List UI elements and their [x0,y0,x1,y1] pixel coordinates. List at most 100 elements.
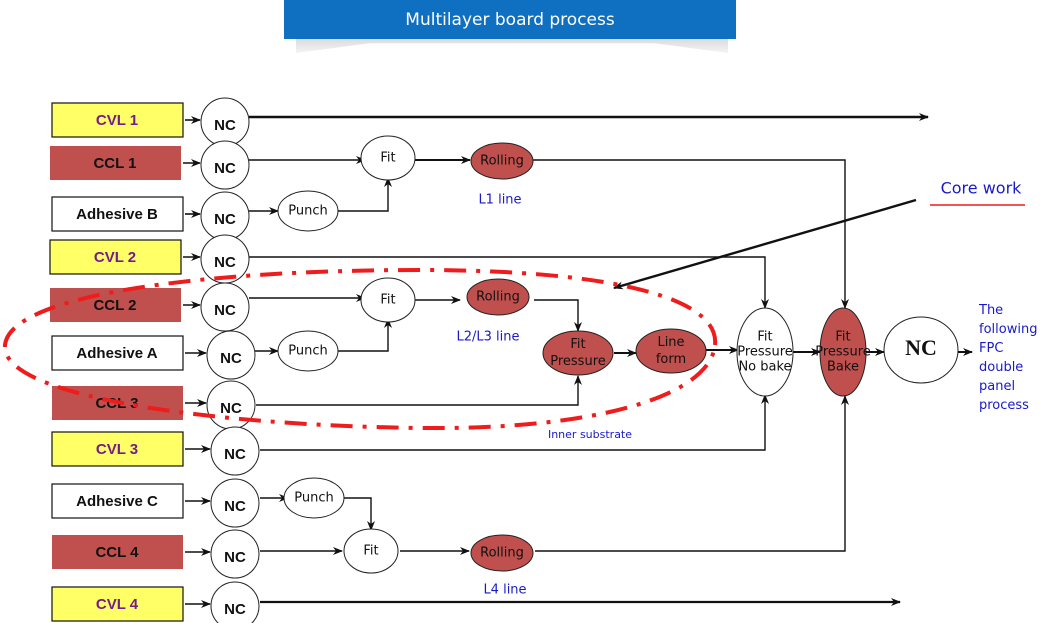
fit-node [343,528,399,574]
material-box-ccl1: CCL 1 [50,146,181,180]
rolling-node-label: Rolling [480,546,524,561]
fit-pressure-bake-label-line: Fit [835,330,850,345]
fit-node-label: Fit [380,151,395,166]
nc-node-label: NC [224,601,246,618]
final-nc-node [883,316,959,384]
material-label: Adhesive B [76,206,158,223]
material-label: CVL 2 [94,249,136,266]
connector-arrow [338,497,375,531]
material-label: CVL 3 [96,441,138,458]
nc-node [200,282,250,332]
material-label: CCL 2 [93,297,136,314]
material-label: CVL 4 [96,596,139,613]
nc-node [200,140,250,190]
next-process-label-line: process [979,398,1029,413]
connector-arrow [260,394,769,451]
fit-node-label: Fit [363,544,378,559]
connector-arrow [534,299,582,332]
fit-pressure-no-bake-label-line: Fit [757,330,772,345]
material-box-rect [51,431,184,467]
nc-node-label: NC [214,160,236,177]
fit-pressure-no-bake-label-line: No bake [738,360,791,375]
material-box-rect [51,102,184,138]
material-box-adhc: Adhesive C [51,483,184,519]
fit-pressure-node-label-line: Pressure [550,354,606,369]
nc-node-label: NC [214,302,236,319]
material-box-cvl1: CVL 1 [51,102,184,138]
nc-node [210,529,260,579]
nc-node [206,330,256,380]
connector-arrow [338,177,392,212]
rolling-node [470,534,534,572]
next-process-label-line: following [979,322,1037,337]
fit-pressure-bake-node [819,307,867,397]
material-box-adha: Adhesive A [51,335,184,371]
punch-node [277,330,339,372]
nc-node-label: NC [224,549,246,566]
nc-node-label: NC [220,400,242,417]
nc-node-label: NC [214,254,236,271]
connector-arrow [535,395,849,552]
l4-line-label: L4 line [483,583,526,598]
line-form-node-label-line: form [656,352,686,367]
material-label: CCL 1 [93,155,136,172]
material-box-rect [51,335,184,371]
punch-node [283,477,345,519]
final-nc-label: NC [905,335,937,360]
nc-node-label: NC [214,211,236,228]
punch-node [277,190,339,232]
title-banner: Multilayer board process [284,0,736,39]
material-box-rect [52,535,183,569]
fit-node [360,135,416,181]
material-box-rect [51,586,184,622]
core-work-dashed-ellipse [2,267,718,431]
nc-node-label: NC [214,117,236,134]
connector-arrow [256,375,582,406]
line-form-node [635,328,707,374]
nc-node [210,478,260,528]
fit-pressure-no-bake-node [736,307,794,397]
material-box-rect [49,239,182,275]
fit-pressure-bake-label-line: Bake [827,360,859,375]
line-form-node-label: Line form [656,335,686,367]
rolling-node-label: Rolling [480,154,524,169]
fit-node [360,277,416,323]
fit-node-label: Fit [380,293,395,308]
material-box-rect [50,146,181,180]
nc-node [210,581,260,623]
page-title: Multilayer board process [405,9,615,30]
line-form-node-label-line: Line [657,335,684,350]
l1-line-label: L1 line [478,193,521,208]
next-process-label-line: FPC [979,341,1003,356]
l2l3-line-label: L2/L3 line [456,330,519,345]
material-label: Adhesive A [76,345,157,362]
material-box-cvl4: CVL 4 [51,586,184,622]
material-box-ccl2: CCL 2 [50,288,181,322]
nodes: CVL 1 CCL 1 Adhesive B CVL 2 CCL 2 Adhesive A… [49,97,959,623]
punch-node-label: Punch [288,344,327,359]
material-box-rect [51,196,184,232]
material-box-rect [51,483,184,519]
material-label: CVL 1 [96,112,138,129]
punch-node-label: Punch [294,491,333,506]
core-work-label: Core work [941,179,1023,198]
rolling-node [470,142,534,180]
material-box-ccl4: CCL 4 [52,535,183,569]
fit-pressure-node [542,330,614,376]
next-process-label-line: double [979,360,1023,375]
nc-node-label: NC [224,498,246,515]
nc-node-label: NC [220,350,242,367]
material-box-cvl3: CVL 3 [51,431,184,467]
connectors [183,113,973,608]
next-process-label-line: panel [979,379,1015,394]
material-box-adhb: Adhesive B [51,196,184,232]
fit-pressure-no-bake-label-line: Pressure [737,345,793,360]
connector-arrow [532,159,849,309]
rolling-node-label: Rolling [476,290,520,305]
material-box-rect [50,288,181,322]
